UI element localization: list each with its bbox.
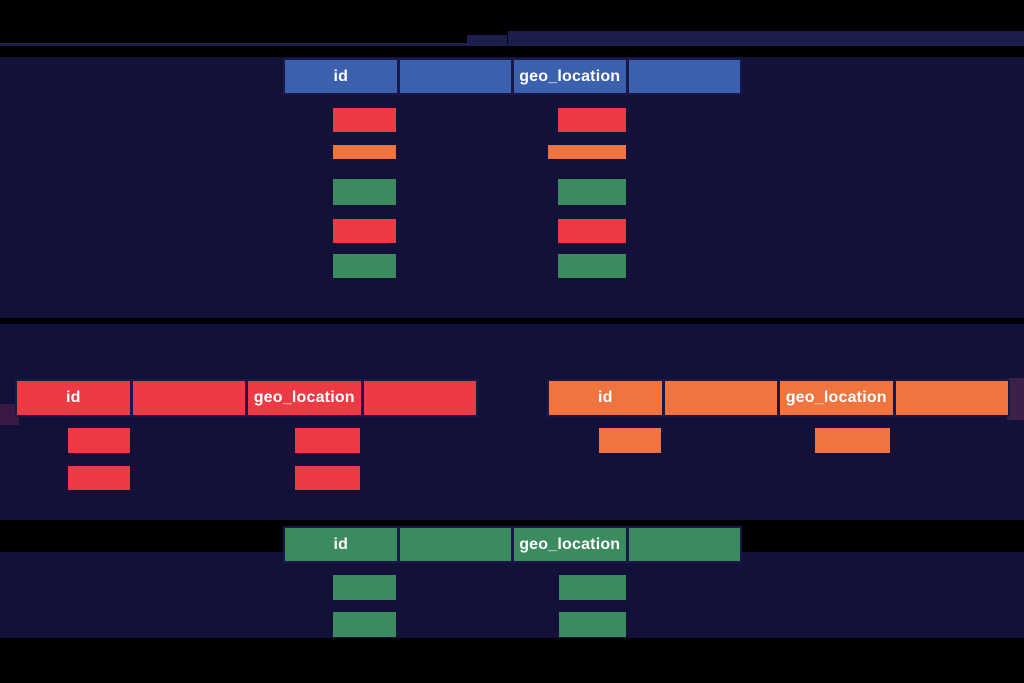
source-col-2	[399, 60, 511, 93]
title-remnant-bar	[508, 31, 1024, 45]
source-section-panel	[0, 57, 1024, 318]
source-row2-id-cell	[333, 145, 396, 159]
green-shard-col-id-label: id	[333, 535, 349, 553]
source-col-id-label: id	[333, 67, 349, 85]
red-shard-col-4	[363, 381, 476, 415]
source-col-id: id	[285, 60, 397, 93]
source-row4-id-cell	[333, 219, 396, 243]
shards-section-panel	[0, 324, 1024, 520]
green-shard-col-4	[628, 528, 740, 561]
green-shard-col-geo-location: geo_location	[514, 528, 626, 561]
red-shard-col-geo-location: geo_location	[248, 381, 361, 415]
red-shard-row2-geo-cell	[295, 466, 360, 490]
orange-shard-col-geo-location: geo_location	[780, 381, 893, 415]
orange-shard-col-4	[895, 381, 1008, 415]
red-shard-row2-id-cell	[68, 466, 130, 490]
orange-shard-col-2	[664, 381, 777, 415]
source-row3-geo-cell	[558, 179, 626, 205]
orange-shard-col-id-label: id	[597, 389, 613, 406]
red-shard-row1-geo-cell	[295, 428, 360, 453]
source-row4-geo-cell	[558, 219, 626, 243]
green-shard-col-id: id	[285, 528, 397, 561]
green-shard-row2-geo-cell	[559, 612, 626, 637]
green-shard-row1-id-cell	[333, 575, 396, 600]
green-shard-col-2	[399, 528, 511, 561]
red-shard-col-id: id	[17, 381, 130, 415]
source-table-header: id geo_location	[283, 58, 742, 95]
source-col-geo-location-label: geo_location	[519, 67, 621, 85]
orange-shard-row1-geo-cell	[815, 428, 890, 453]
right-edge-table-fragment	[1007, 378, 1024, 420]
source-col-4	[628, 60, 740, 93]
source-row5-geo-cell	[558, 254, 626, 278]
green-section-panel	[0, 552, 1024, 638]
orange-shard-col-geo-location-label: geo_location	[785, 389, 887, 406]
source-row3-id-cell	[333, 179, 396, 205]
source-row1-id-cell	[333, 108, 396, 132]
green-shard-row1-geo-cell	[559, 575, 626, 600]
red-shard-row1-id-cell	[68, 428, 130, 453]
orange-shard-col-id: id	[549, 381, 662, 415]
red-shard-table-header: id geo_location	[15, 379, 478, 417]
source-row1-geo-cell	[558, 108, 626, 132]
source-row2-geo-cell	[548, 145, 626, 159]
green-shard-table-header: id geo_location	[283, 526, 742, 563]
left-edge-table-fragment	[0, 404, 19, 425]
green-shard-row2-id-cell	[333, 612, 396, 637]
red-shard-col-2	[132, 381, 245, 415]
source-col-geo-location: geo_location	[514, 60, 626, 93]
red-shard-col-geo-location-label: geo_location	[253, 389, 355, 406]
orange-shard-table-header: id geo_location	[547, 379, 1010, 417]
red-shard-col-id-label: id	[65, 389, 81, 406]
orange-shard-row1-id-cell	[599, 428, 661, 453]
title-remnant-blob	[467, 35, 507, 44]
source-row5-id-cell	[333, 254, 396, 278]
green-shard-col-geo-location-label: geo_location	[519, 535, 621, 553]
